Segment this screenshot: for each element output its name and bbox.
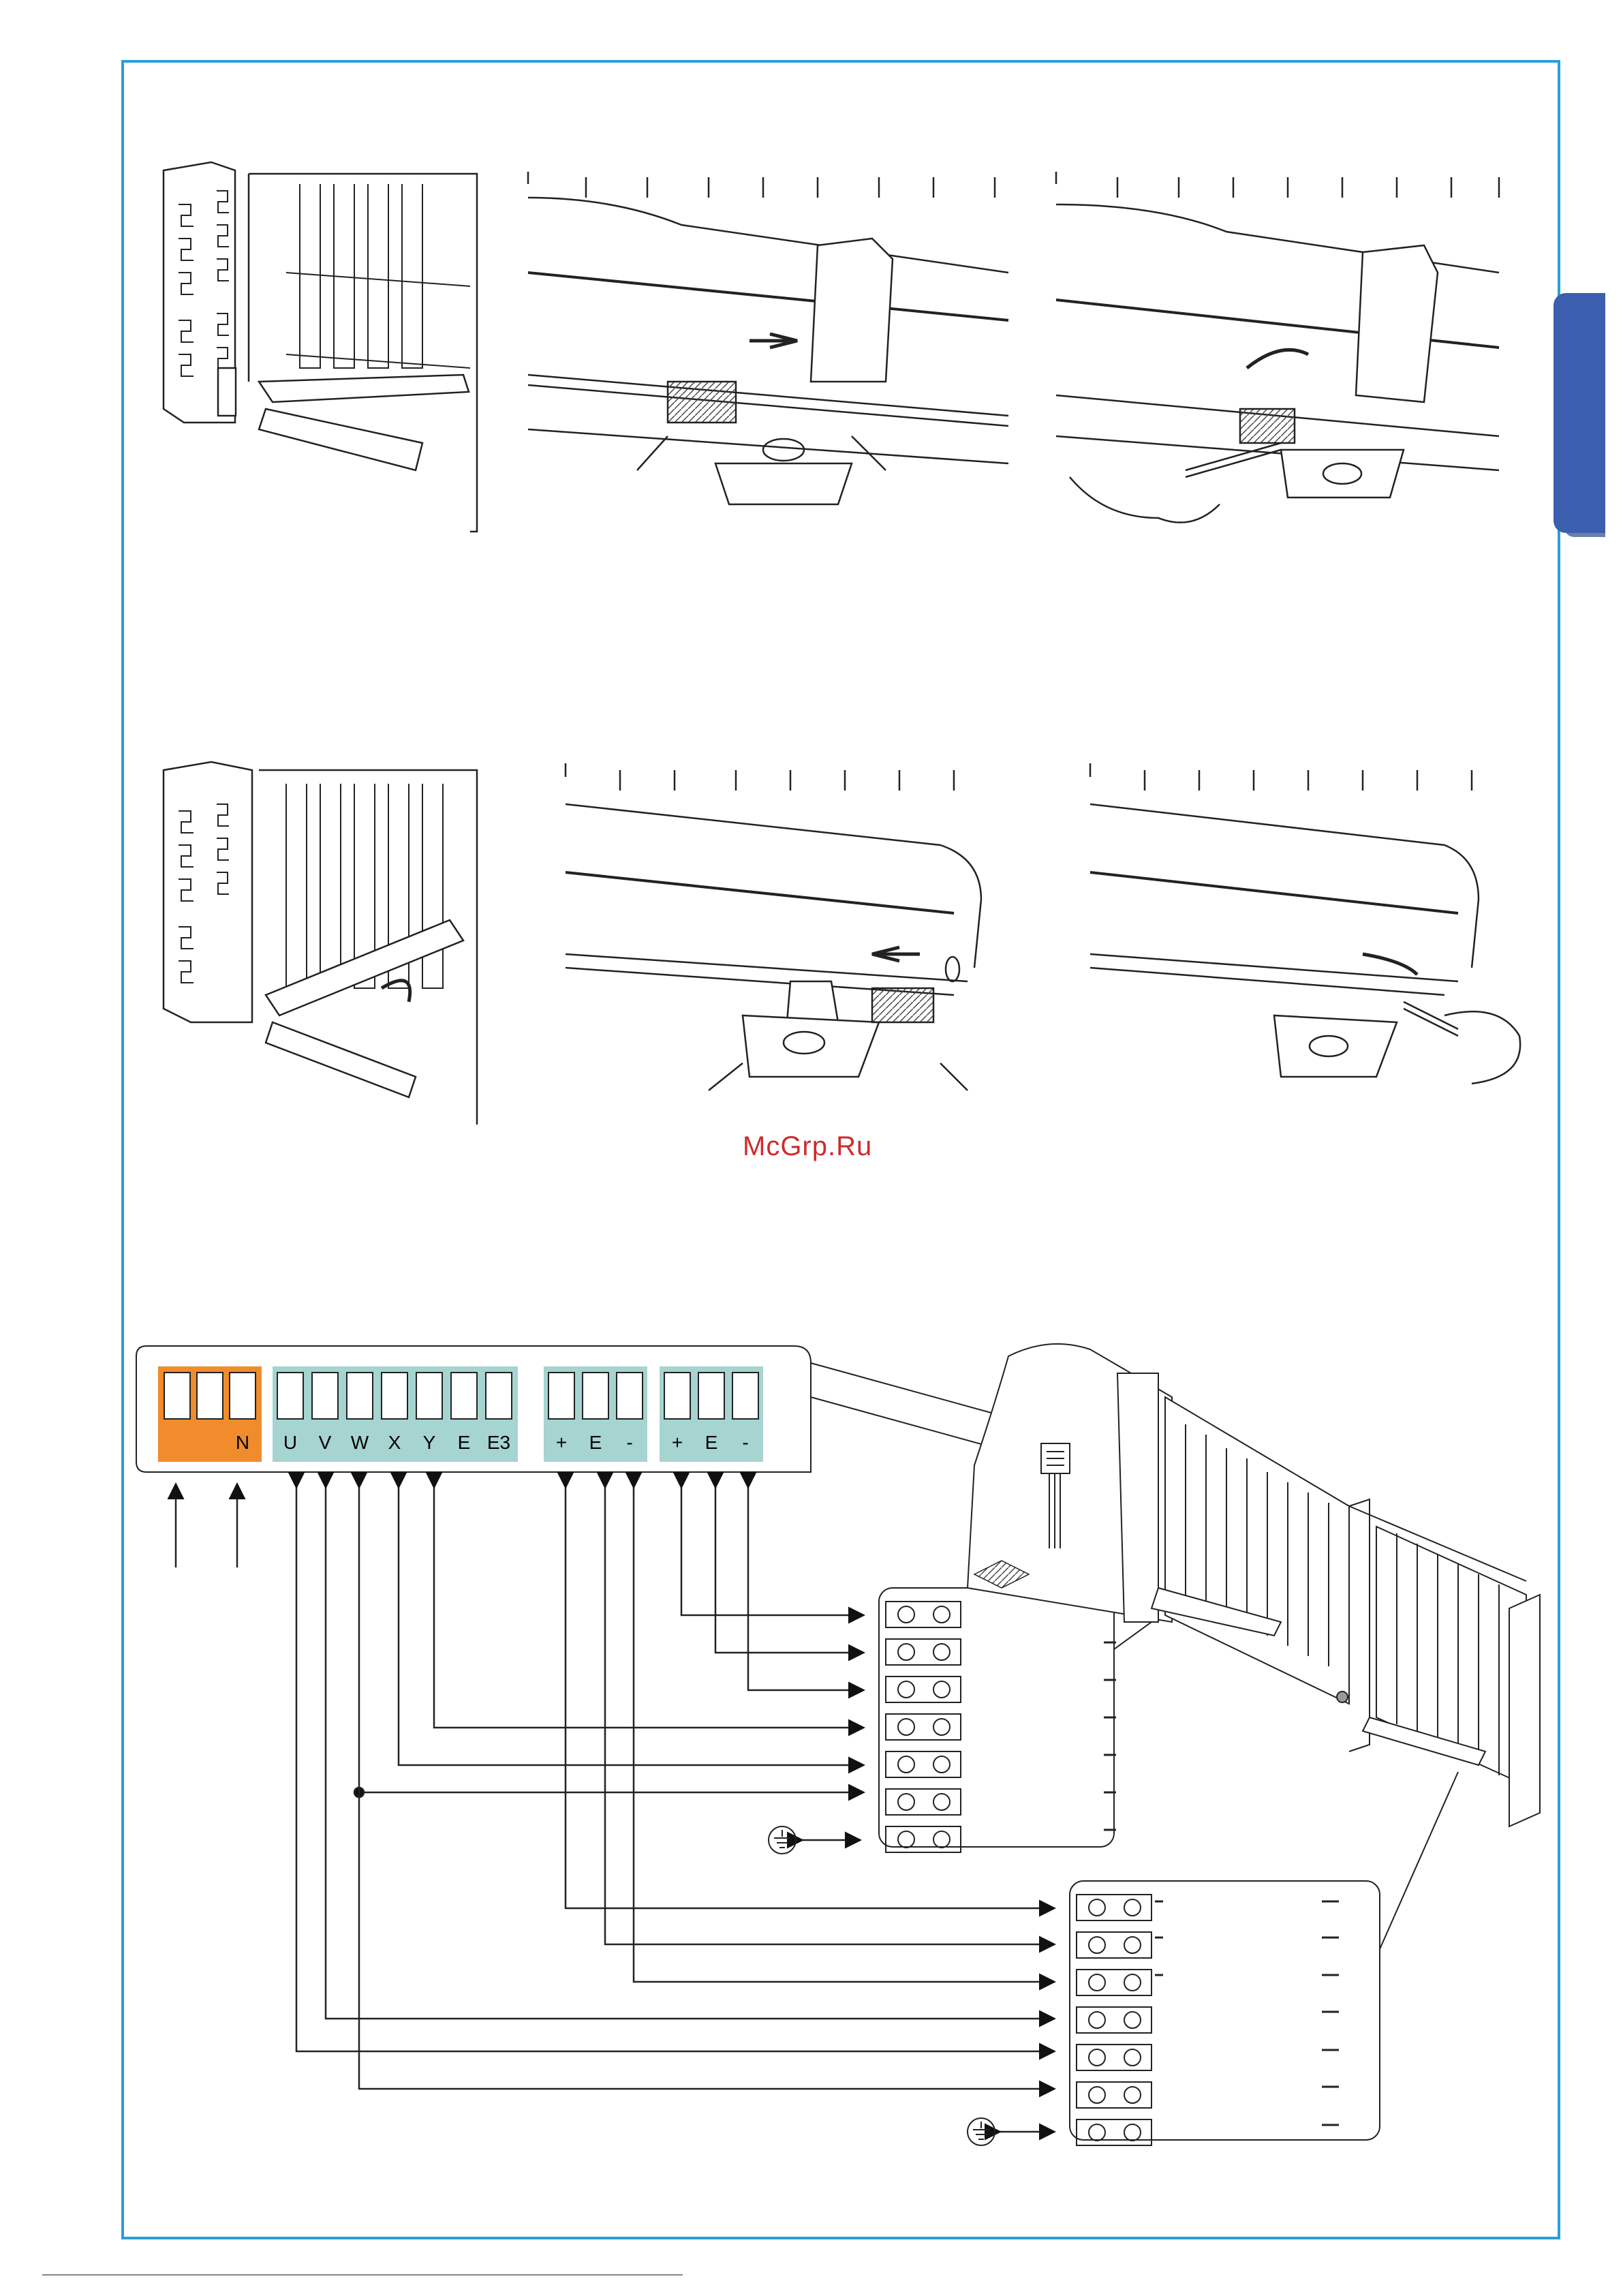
power-terminal-block: N: [158, 1366, 262, 1462]
terminal-label: Y: [416, 1432, 443, 1454]
operator-closeup-2: [1056, 172, 1499, 523]
terminal-label: E3: [485, 1432, 512, 1454]
terminal-slot: [311, 1372, 339, 1420]
terminal-slot: [485, 1372, 512, 1420]
terminal-slot: [548, 1372, 575, 1420]
terminal-slot: [346, 1372, 373, 1420]
operator-closeup-4: [1090, 763, 1520, 1084]
terminal-label: X: [381, 1432, 408, 1454]
operator-closeup-1: [528, 172, 1008, 504]
terminal-label: E: [450, 1432, 478, 1454]
wrench-icon: [1404, 1002, 1458, 1036]
terminal-slot: [277, 1372, 304, 1420]
encoder-terminal-block-2: + E -: [660, 1366, 763, 1462]
terminal-label: W: [346, 1432, 373, 1454]
installed-gate-illustration: [968, 1344, 1540, 1826]
terminal-slot: [664, 1372, 691, 1420]
terminal-strip: N U V W X Y E E3 + E -: [158, 1366, 812, 1462]
wrench-icon: [1186, 443, 1281, 477]
terminal-slot: [229, 1372, 256, 1420]
terminal-label: +: [664, 1432, 691, 1454]
terminal-label: E: [582, 1432, 609, 1454]
terminal-label: -: [616, 1432, 643, 1454]
wiring-diagram: [136, 1344, 1540, 2145]
terminal-slot: [616, 1372, 643, 1420]
gate-operator-illustration: [164, 162, 477, 532]
terminal-label: U: [277, 1432, 304, 1454]
terminal-slot: [698, 1372, 725, 1420]
terminal-label: +: [548, 1432, 575, 1454]
terminal-slot: [416, 1372, 443, 1420]
footer-rule: [42, 2274, 683, 2276]
terminal-slot: [732, 1372, 759, 1420]
gate-operator-illustration-2: [164, 762, 477, 1124]
terminal-slot: [196, 1372, 223, 1420]
encoder-terminal-block-1: + E -: [544, 1366, 647, 1462]
terminal-label: -: [732, 1432, 759, 1454]
terminal-label: E: [698, 1432, 725, 1454]
watermark: McGrp.Ru: [743, 1131, 872, 1162]
terminal-label: N: [229, 1432, 256, 1454]
ground-icon: [968, 2118, 995, 2145]
operator-closeup-3: [566, 763, 981, 1090]
terminal-slot: [450, 1372, 478, 1420]
motor-terminal-block: U V W X Y E E3: [273, 1366, 518, 1462]
terminal-slot: [164, 1372, 191, 1420]
terminal-label: V: [311, 1432, 339, 1454]
ground-icon: [769, 1826, 796, 1854]
terminal-slot: [381, 1372, 408, 1420]
terminal-slot: [582, 1372, 609, 1420]
